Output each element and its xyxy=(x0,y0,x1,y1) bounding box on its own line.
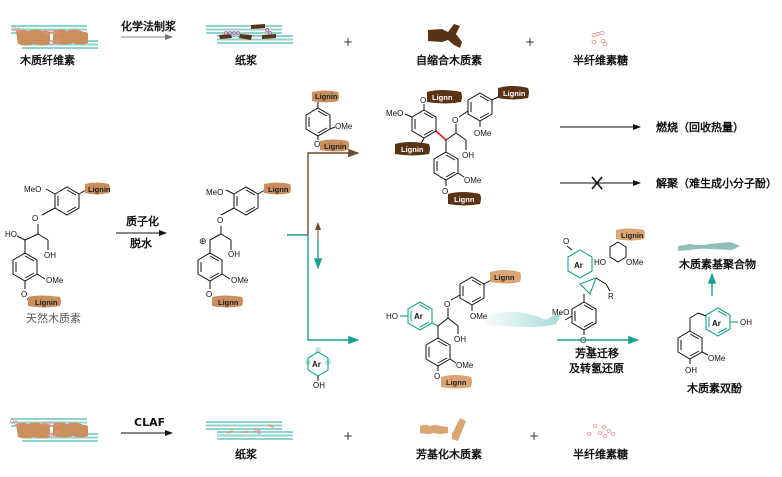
text-oxo: O xyxy=(563,237,569,246)
text-ho: HO xyxy=(386,312,398,321)
bisphenol-structure: Ar OH OMe OH xyxy=(677,307,752,375)
label-pulp-bottom: 纸浆 xyxy=(235,447,258,461)
text-ome: OMe xyxy=(335,122,353,131)
lignin-tag: Lignn xyxy=(268,185,289,194)
text-ar: Ar xyxy=(574,261,583,270)
text-ome: OMe xyxy=(46,276,64,285)
text-oh: OH xyxy=(685,366,697,375)
carbocation-structure: MeO Lignn O OH ⊕ OMe O Lignn xyxy=(197,182,291,308)
lignin-tag: Lignn xyxy=(432,93,453,102)
text-oh: OH xyxy=(462,151,474,160)
lignin-tag: Lignin xyxy=(324,142,347,151)
label-hemicellulose-sugar-top: 半纤维素糖 xyxy=(573,53,628,67)
condensed-lignin-structure: O Lignn MeO Lignin O OH Lignin OMe OMe O xyxy=(386,86,529,206)
lignocellulose-icon-bottom xyxy=(9,418,98,442)
text-o: O xyxy=(206,290,212,299)
lignin-tag: Lignn xyxy=(494,273,515,282)
condensed-lignin-icon xyxy=(428,24,462,48)
text-o: O xyxy=(32,214,38,223)
text-oh: OH xyxy=(454,335,466,344)
label-claf: CLAF xyxy=(134,416,165,429)
text-ar: Ar xyxy=(312,360,321,369)
text-ome: OMe xyxy=(474,129,492,138)
lignin-polymer-icon xyxy=(678,242,740,251)
text-o: O xyxy=(217,216,223,225)
text-ho: HO xyxy=(5,230,17,239)
text-oh: OH xyxy=(44,251,56,260)
label-arylated-lignin: 芳基化木质素 xyxy=(416,447,482,461)
blocked-x-icon xyxy=(591,176,603,190)
red-condensation-bond xyxy=(435,130,447,141)
lignin-monomer-structure: Lignin OMe O Lignin xyxy=(305,90,353,152)
plus-sign-top-2: + xyxy=(525,35,535,49)
text-ome: OMe xyxy=(464,176,482,185)
text-o: O xyxy=(444,300,450,309)
label-lignin-bisphenol: 木质素双酚 xyxy=(686,381,743,395)
hemicellulose-sugar-icon-bottom xyxy=(586,424,616,438)
label-burn: 燃烧（回收热量） xyxy=(655,120,744,134)
text-o: O xyxy=(434,372,440,381)
text-ome: OMe xyxy=(470,312,488,321)
text-meo: MeO xyxy=(552,308,569,317)
arylated-lignin-icon xyxy=(420,418,466,441)
text-oh: OH xyxy=(313,381,325,390)
text-o: O xyxy=(452,116,458,125)
label-lignin-polymer: 木质素基聚合物 xyxy=(678,257,756,271)
lignin-tag: Lignin xyxy=(401,145,424,154)
branch-arrows xyxy=(287,148,360,345)
lignin-tag: Lignin xyxy=(621,231,644,240)
text-ho: HO xyxy=(594,258,606,267)
label-native-lignin: 天然木质素 xyxy=(26,311,81,325)
pulp-icon-bottom xyxy=(206,421,293,440)
label-condensed-lignin: 自缩合木质素 xyxy=(416,53,482,67)
lignin-tag: Lignn xyxy=(454,195,475,204)
text-ome: OMe xyxy=(708,354,726,363)
arylated-lignin-structure: Ar HO O OH Lignn OMe OMe O Lignn xyxy=(386,270,521,389)
text-meo: MeO xyxy=(206,188,223,197)
native-lignin-structure: MeO Lignin O OH HO OMe O Lignin xyxy=(5,182,111,308)
aryl-migration-swoosh-arrow xyxy=(486,311,562,327)
text-ome: OMe xyxy=(231,276,249,285)
arrow-condensation-path xyxy=(307,148,360,235)
text-ar: Ar xyxy=(414,312,423,321)
lignin-tag: Lignn xyxy=(446,378,467,387)
text-o: O xyxy=(420,96,426,105)
text-meo: MeO xyxy=(386,109,403,118)
label-pulp-top: 纸浆 xyxy=(235,53,258,67)
plus-sign-top-1: + xyxy=(343,35,353,49)
text-ar: Ar xyxy=(712,319,721,328)
text-o: O xyxy=(314,140,320,149)
text-oh: OH xyxy=(740,318,752,327)
spiro-intermediate-structure: O Ar R MeO O Lignin HO OMe xyxy=(552,228,645,349)
carbocation-charge-icon: ⊕ xyxy=(199,237,207,247)
label-depolymerization: 解聚（难生成小分子酚） xyxy=(656,176,777,190)
label-hemicellulose-sugar-bottom: 半纤维素糖 xyxy=(573,447,628,461)
text-meo: MeO xyxy=(24,185,41,194)
label-chemical-pulping: 化学法制浆 xyxy=(121,19,177,33)
label-lignocellulose: 木质纤维素 xyxy=(19,53,75,67)
pulp-icon-top xyxy=(206,24,293,44)
lignin-tag: Lignin xyxy=(88,185,111,194)
text-ome: OMe xyxy=(456,361,474,370)
lignin-tag: Lignin xyxy=(315,92,338,101)
label-aryl-migration: 芳基迁移 xyxy=(575,346,619,360)
text-r: R xyxy=(608,292,614,301)
phenol-reagent-structure: Ar OH xyxy=(305,347,331,390)
label-hydrogen-transfer: 及转氢还原 xyxy=(569,361,624,375)
plus-sign-bottom-2: + xyxy=(529,429,539,443)
lignin-tag: Lignin xyxy=(35,298,58,307)
hemicellulose-sugar-icon-top xyxy=(591,30,608,47)
lignocellulose-icon-top xyxy=(11,25,98,49)
lignin-tag: Lignin xyxy=(503,89,526,98)
lignin-tag: Lignn xyxy=(218,298,239,307)
text-ome: OMe xyxy=(626,258,644,267)
label-dehydration: 脱水 xyxy=(130,236,153,250)
plus-sign-bottom-1: + xyxy=(343,429,353,443)
text-o: O xyxy=(442,187,448,196)
text-o: O xyxy=(21,290,27,299)
label-protonation: 质子化 xyxy=(126,214,159,228)
text-oh: OH xyxy=(228,250,240,259)
arrow-arylation-path xyxy=(307,235,360,345)
